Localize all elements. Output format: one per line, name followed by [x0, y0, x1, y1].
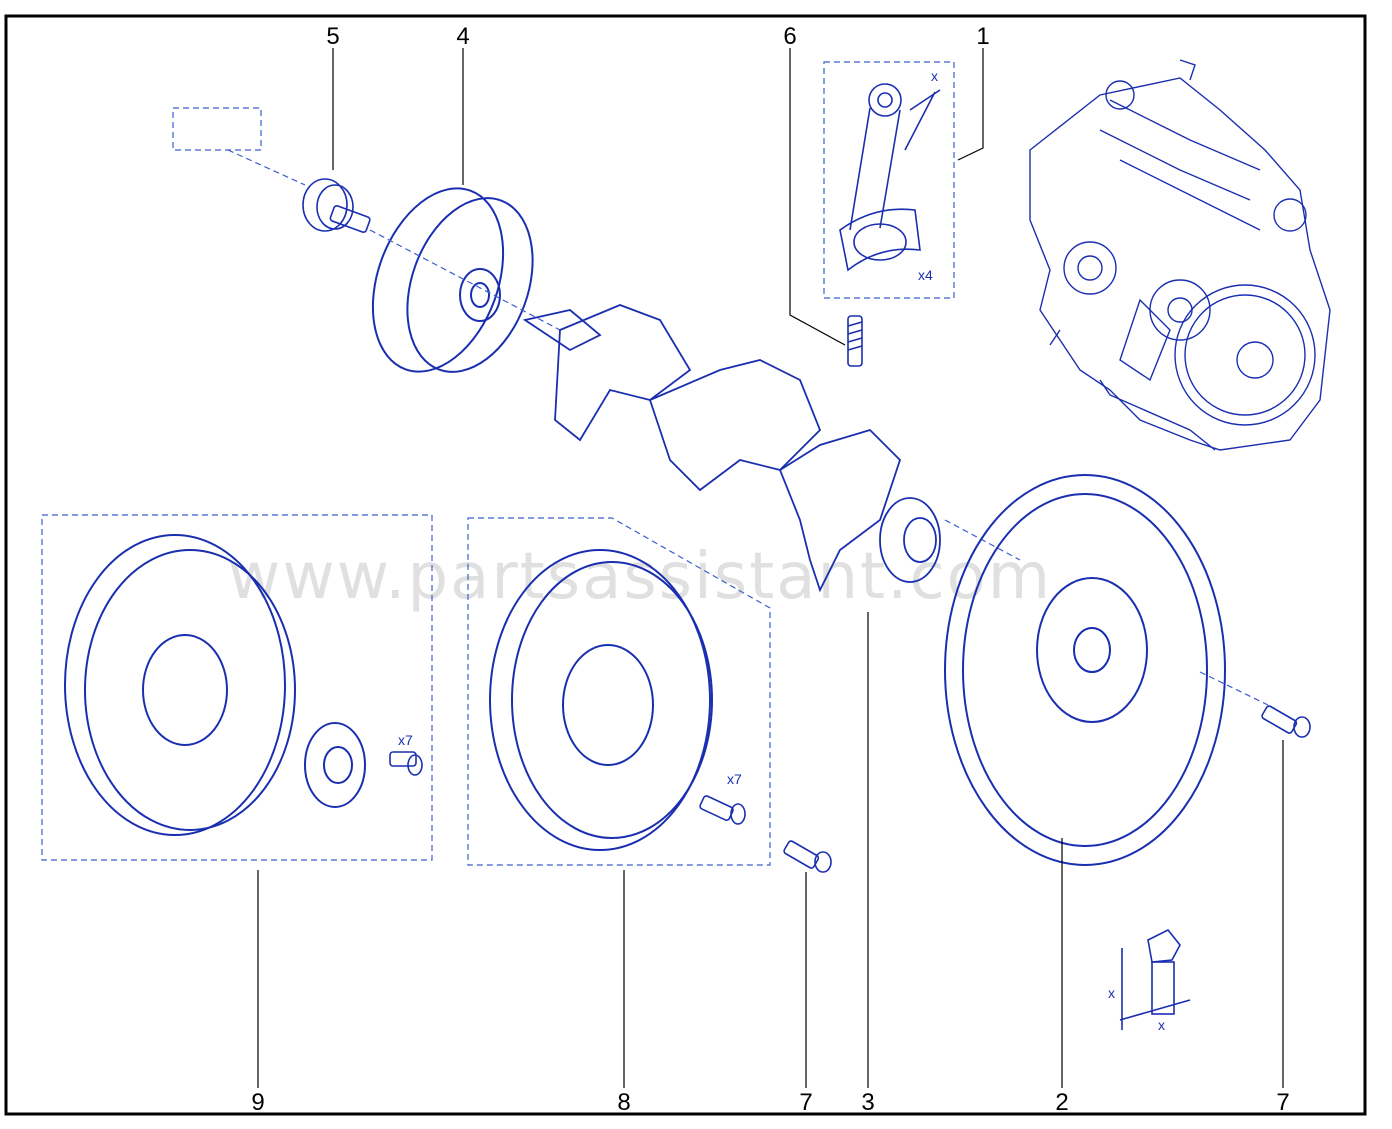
callout-7-middle: 7: [799, 1089, 812, 1116]
bolt-dimension-detail: [1119, 928, 1191, 1030]
callout-6: 6: [783, 23, 796, 50]
pulley-bolt[interactable]: [302, 178, 371, 233]
bolt-dimension-vertical-label: x: [1108, 985, 1115, 1001]
pulley-bolt-label-box: [172, 107, 262, 151]
flywheel-group-8-box: [467, 517, 771, 866]
flywheel-bolt-8[interactable]: [699, 795, 746, 825]
flywheel-variant-8[interactable]: [489, 549, 713, 851]
flywheel-bolt-middle[interactable]: [783, 840, 832, 873]
flywheel-bolt-axis: [1199, 671, 1269, 706]
callout-7-right: 7: [1276, 1089, 1289, 1116]
diagram-frame: [4, 14, 1367, 1116]
connecting-rod-bolt[interactable]: [847, 315, 863, 367]
engine-assembly[interactable]: [1029, 59, 1331, 451]
callout-2: 2: [1055, 1089, 1068, 1116]
bolt-dimension-horizontal-label: x: [1158, 1017, 1165, 1033]
bolts-8-quantity-label: x7: [727, 771, 742, 787]
connecting-rod[interactable]: [839, 83, 941, 272]
flywheel-bolt-right[interactable]: [1261, 705, 1311, 738]
rod-dimension-label: x: [931, 68, 938, 84]
bolts-9-quantity-label: x7: [398, 732, 413, 748]
dual-mass-flywheel[interactable]: [944, 474, 1226, 866]
callout-5: 5: [326, 23, 339, 50]
crankshaft-axis: [944, 519, 1021, 561]
flywheel-group-9-box: [41, 514, 433, 861]
pulley-axis: [369, 229, 561, 331]
pulley-bolt-arrow: [227, 149, 306, 186]
leader-lines: [257, 48, 1284, 1088]
flywheel-variant-9[interactable]: [64, 534, 366, 836]
callout-8: 8: [617, 1089, 630, 1116]
callout-1: 1: [976, 23, 989, 50]
crankshaft[interactable]: [522, 304, 941, 593]
callout-3: 3: [861, 1089, 874, 1116]
callout-9: 9: [251, 1089, 264, 1116]
watermark-text: www.partsassistant.com: [228, 540, 1052, 614]
flywheel-bolt-9[interactable]: [389, 751, 423, 776]
rod-quantity-label: x4: [918, 267, 933, 283]
callout-4: 4: [456, 23, 469, 50]
crankshaft-pulley[interactable]: [349, 170, 555, 390]
connecting-rod-kit-box: [823, 61, 955, 299]
